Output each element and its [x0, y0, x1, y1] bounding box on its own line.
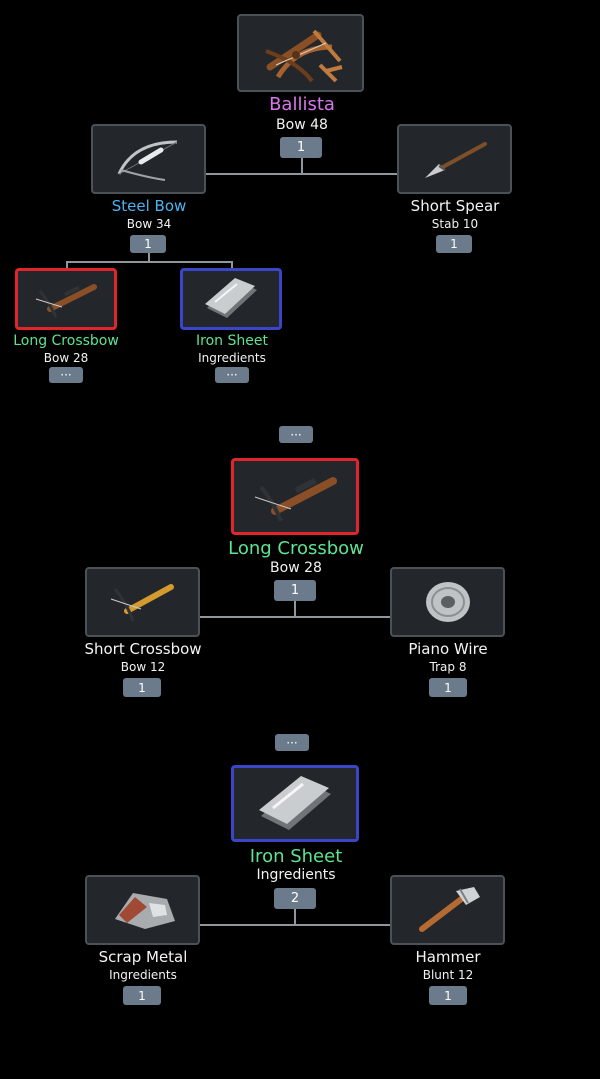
- connector-line: [294, 598, 296, 617]
- quantity-badge: 1: [123, 986, 161, 1005]
- item-category: Trap 8: [429, 660, 467, 674]
- recipe-item-piano-wire[interactable]: [390, 567, 505, 637]
- connector-line: [199, 616, 391, 618]
- long-crossbow-icon: [247, 467, 343, 527]
- more-button[interactable]: ···: [279, 426, 313, 443]
- connector-line: [148, 249, 150, 262]
- item-category: Bow 48: [276, 117, 328, 133]
- quantity-badge: 1: [130, 235, 166, 253]
- recipe-item-steel-bow[interactable]: [91, 124, 206, 194]
- quantity-badge: 1: [274, 580, 316, 601]
- recipe-item-iron-sheet-root[interactable]: [231, 765, 359, 842]
- connector-line: [206, 173, 398, 175]
- connector-line: [301, 153, 303, 174]
- item-name: Long Crossbow: [228, 538, 364, 559]
- quantity-badge: 1: [436, 235, 472, 253]
- short-crossbow-icon: [105, 577, 181, 627]
- iron-sheet-icon: [201, 276, 261, 322]
- item-name: Piano Wire: [408, 640, 488, 658]
- steel-bow-icon: [111, 134, 187, 184]
- recipe-item-short-spear[interactable]: [397, 124, 512, 194]
- item-category: Ingredients: [109, 968, 177, 982]
- hammer-icon: [410, 883, 486, 937]
- quantity-badge: 2: [274, 888, 316, 909]
- item-category: Bow 28: [270, 560, 322, 576]
- recipe-item-ballista[interactable]: [237, 14, 364, 92]
- item-name: Iron Sheet: [196, 333, 268, 349]
- item-category: Bow 28: [43, 351, 89, 365]
- connector-line: [199, 924, 391, 926]
- recipe-item-hammer[interactable]: [390, 875, 505, 945]
- long-crossbow-icon: [30, 277, 102, 321]
- more-button[interactable]: ···: [275, 734, 309, 751]
- ballista-icon: [256, 21, 346, 85]
- item-category: Blunt 12: [422, 968, 474, 982]
- recipe-item-scrap-metal[interactable]: [85, 875, 200, 945]
- piano-wire-icon: [418, 577, 478, 627]
- quantity-badge: 1: [280, 137, 322, 158]
- item-name: Hammer: [415, 948, 481, 966]
- more-badge[interactable]: ···: [49, 367, 83, 383]
- recipe-item-iron-sheet[interactable]: [180, 268, 282, 330]
- item-category: Stab 10: [431, 217, 479, 231]
- item-name: Long Crossbow: [13, 333, 119, 349]
- item-category: Ingredients: [256, 867, 336, 883]
- item-category: Bow 12: [120, 660, 166, 674]
- item-name: Ballista: [269, 94, 335, 115]
- scrap-metal-icon: [105, 885, 181, 935]
- connector-line: [66, 261, 68, 270]
- item-name: Iron Sheet: [249, 846, 343, 867]
- connector-line: [294, 906, 296, 925]
- item-category: Bow 34: [126, 217, 172, 231]
- recipe-item-short-crossbow[interactable]: [85, 567, 200, 637]
- quantity-badge: 1: [123, 678, 161, 697]
- quantity-badge: 1: [429, 678, 467, 697]
- recipe-item-long-crossbow-root[interactable]: [231, 458, 359, 535]
- item-name: Short Crossbow: [84, 640, 202, 658]
- connector-line: [66, 261, 233, 263]
- item-name: Steel Bow: [111, 197, 187, 215]
- item-name: Scrap Metal: [98, 948, 188, 966]
- item-name: Short Spear: [410, 197, 500, 215]
- short-spear-icon: [417, 134, 493, 184]
- connector-line: [231, 261, 233, 270]
- iron-sheet-icon: [253, 774, 337, 834]
- more-badge[interactable]: ···: [215, 367, 249, 383]
- item-category: Ingredients: [198, 351, 266, 365]
- quantity-badge: 1: [429, 986, 467, 1005]
- recipe-item-long-crossbow[interactable]: [15, 268, 117, 330]
